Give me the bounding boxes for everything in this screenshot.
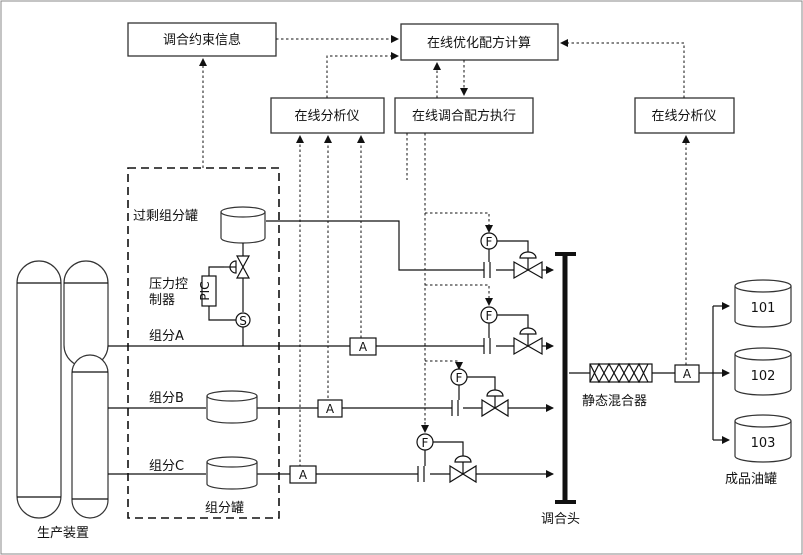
online-analyzer-right-box: 在线分析仪: [634, 97, 735, 134]
analyzer-a-text: A: [683, 367, 692, 381]
blend-constraint-label: 调合约束信息: [163, 32, 241, 48]
product-tank-103: 103: [734, 414, 792, 463]
flow-f-text: F: [486, 235, 493, 249]
online-optimization-box: 在线优化配方计算: [400, 23, 559, 61]
product-tanks-label: 成品油罐: [725, 472, 777, 487]
online-analyzer-left-label: 在线分析仪: [294, 109, 359, 124]
flow-f-text: F: [486, 309, 493, 323]
pic-sensor-line: [208, 306, 236, 321]
component-tank-label: 组分罐: [205, 501, 244, 516]
control-valve: [481, 398, 509, 418]
analyzer-a-text: A: [359, 340, 368, 354]
blend-constraint-box: 调合约束信息: [127, 22, 277, 57]
analyzer-a-component-a: A: [349, 337, 377, 356]
pressure-control-valve: [224, 255, 251, 312]
analyzer-a-text: A: [299, 468, 308, 482]
component-a-label: 组分A: [149, 329, 184, 344]
pressure-controller-label-1: 压力控: [149, 277, 188, 292]
control-valve: [513, 336, 543, 356]
online-optimization-label: 在线优化配方计算: [427, 35, 531, 51]
flow-f-text: F: [456, 371, 463, 385]
component-tank-c: [206, 456, 258, 490]
flow-f-text: F: [422, 436, 429, 450]
flow-control-component-c: F: [416, 433, 477, 484]
product-tank-id: 103: [751, 436, 776, 451]
signal-lines: [199, 35, 690, 467]
analyzer-a-component-b: A: [317, 399, 343, 418]
analyzer-a-product: A: [674, 364, 700, 383]
production-unit-label: 生产装置: [37, 526, 89, 541]
product-tank-id: 102: [751, 369, 776, 384]
blend-execution-box: 在线调合配方执行: [394, 97, 534, 134]
flow-control-component-a: F: [480, 306, 543, 356]
static-mixer: [589, 362, 653, 384]
pic-controller: PIC: [198, 275, 217, 307]
online-analyzer-right-label: 在线分析仪: [651, 109, 716, 124]
production-unit: [16, 260, 109, 519]
component-area-box: [127, 167, 280, 519]
product-tank-id: 101: [751, 301, 776, 316]
online-analyzer-left-box: 在线分析仪: [270, 97, 385, 134]
pic-signal-line: [208, 266, 224, 276]
analyzer-a-text: A: [326, 402, 335, 416]
component-b-label: 组分B: [149, 391, 184, 406]
blend-head-label: 调合头: [541, 512, 580, 527]
excess-component-tank: [220, 206, 266, 244]
excess-tank-label: 过剩组分罐: [133, 209, 198, 224]
static-mixer-label: 静态混合器: [582, 394, 647, 409]
component-c-label: 组分C: [149, 459, 184, 474]
blend-execution-label: 在线调合配方执行: [412, 108, 516, 124]
flow-control-component-b: F: [450, 368, 509, 418]
product-tank-102: 102: [734, 347, 792, 396]
pic-text: PIC: [198, 281, 212, 300]
sensor-s-text: S: [239, 314, 247, 328]
product-tank-101: 101: [734, 279, 792, 328]
control-valve: [513, 260, 543, 280]
process-lines: [108, 220, 730, 478]
pressure-sensor: S: [235, 312, 251, 328]
control-valve: [449, 464, 477, 484]
component-tank-b: [206, 390, 258, 424]
analyzer-a-component-c: A: [289, 465, 317, 484]
pressure-controller-label-2: 制器: [149, 293, 175, 308]
blend-head: [555, 252, 576, 504]
flow-control-excess: F: [480, 232, 543, 280]
